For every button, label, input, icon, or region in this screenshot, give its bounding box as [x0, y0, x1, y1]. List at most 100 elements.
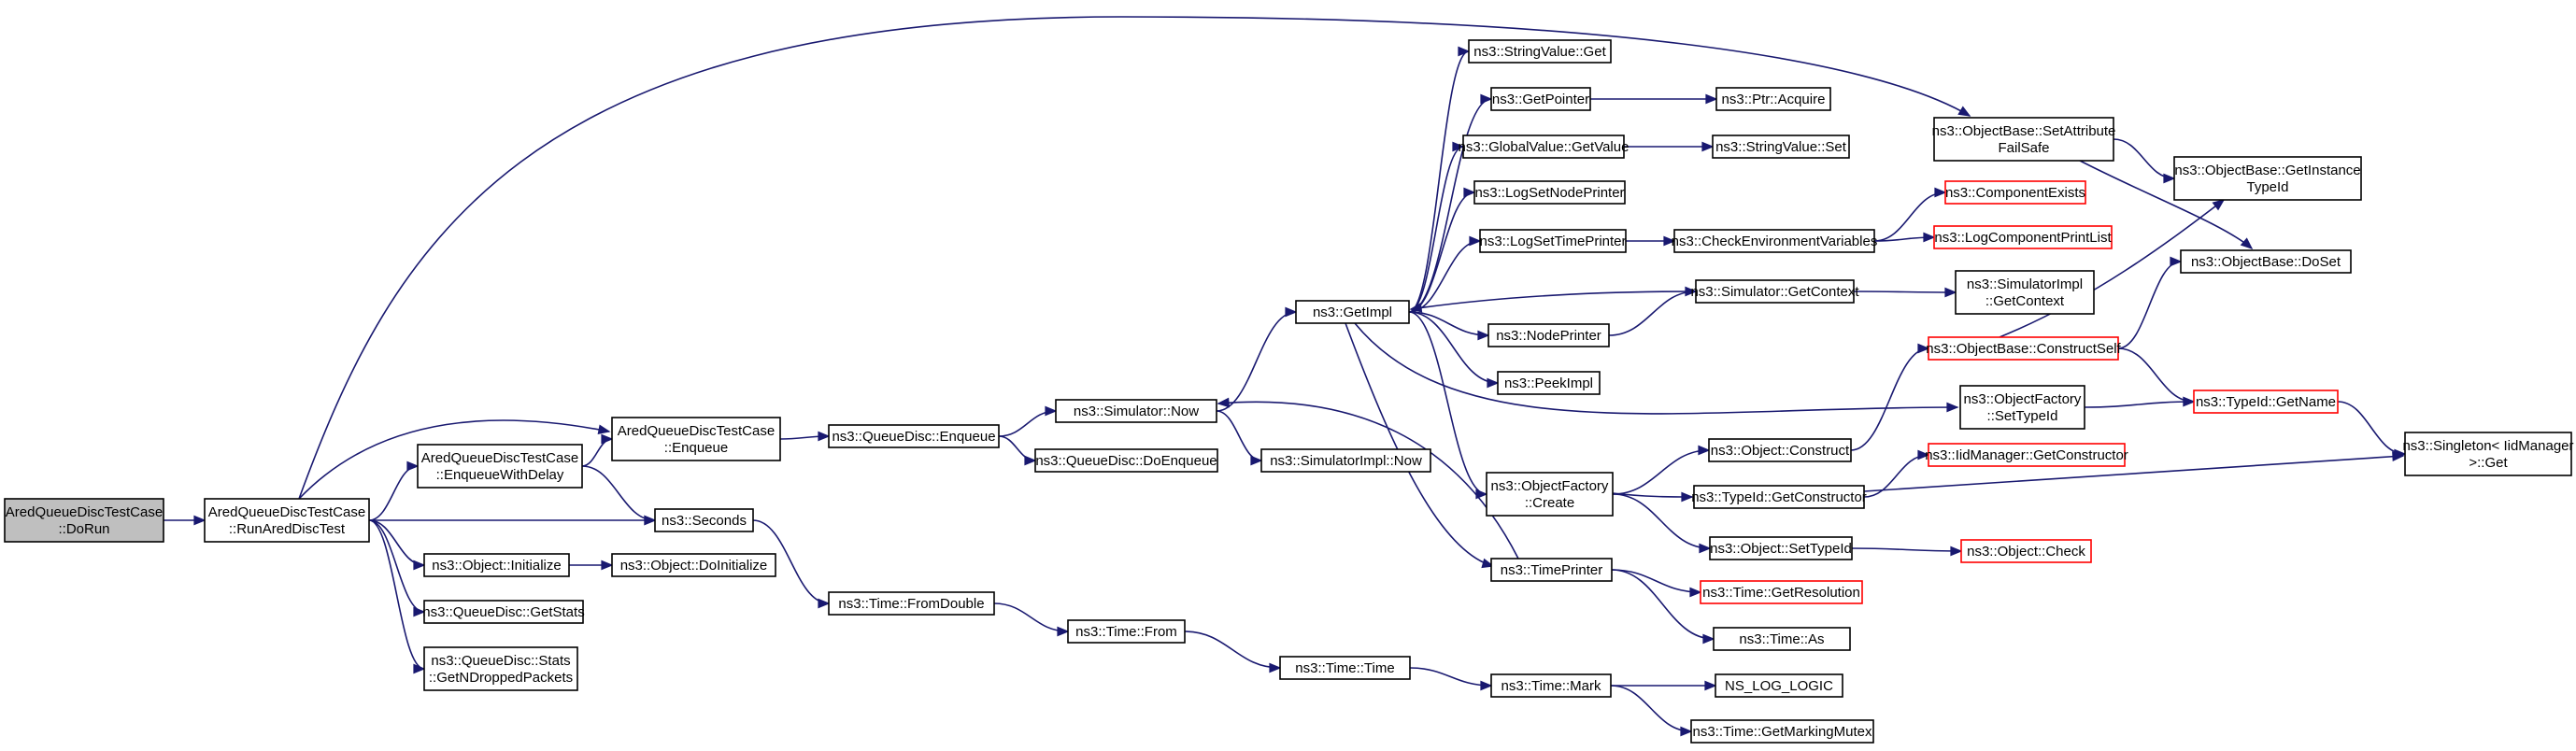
node-timeGetMarkMutex[interactable]: ns3::Time::GetMarkingMutex	[1690, 719, 1874, 744]
node-simImplGetContext[interactable]: ns3::SimulatorImpl::GetContext	[1955, 270, 2095, 315]
node-logSetNode[interactable]: ns3::LogSetNodePrinter	[1473, 180, 1626, 205]
node-timeAs[interactable]: ns3::Time::As	[1713, 627, 1851, 651]
edge-enqWithDelay-to-aredEnqueue	[581, 438, 613, 467]
node-gvGetValue[interactable]: ns3::GlobalValue::GetValue	[1459, 135, 1630, 159]
edge-getImpl-to-ofCreate	[1408, 311, 1487, 495]
node-label-simImplNow-0: ns3::SimulatorImpl::Now	[1270, 453, 1422, 469]
arrowhead-getImpl-to-getPointer	[1480, 93, 1493, 105]
node-constructSelf[interactable]: ns3::ObjectBase::ConstructSelf	[1926, 336, 2122, 361]
edge-timePrinter-to-simNow	[1217, 401, 1519, 560]
node-box-runAred	[204, 498, 370, 543]
node-doRun[interactable]: AredQueueDiscTestCase::DoRun	[4, 498, 164, 543]
node-box-timePrinter	[1490, 558, 1613, 582]
node-nsLogLogic[interactable]: NS_LOG_LOGIC	[1715, 673, 1843, 698]
node-ptrAcquire[interactable]: ns3::Ptr::Acquire	[1715, 87, 1831, 111]
node-nodePrinter[interactable]: ns3::NodePrinter	[1487, 323, 1610, 347]
node-timeMark[interactable]: ns3::Time::Mark	[1490, 673, 1612, 698]
node-box-timeGetRes	[1700, 580, 1863, 604]
node-label-timeGetMarkMutex-0: ns3::Time::GetMarkingMutex	[1692, 724, 1872, 740]
arrowhead-timePrinter-to-simNow	[1217, 397, 1231, 408]
node-label-ptrAcquire-0: ns3::Ptr::Acquire	[1722, 92, 1826, 107]
node-box-strValSet	[1712, 135, 1850, 159]
node-logCompPrintList[interactable]: ns3::LogComponentPrintList	[1933, 225, 2113, 249]
node-componentExists[interactable]: ns3::ComponentExists	[1944, 180, 2086, 205]
node-timeFrom[interactable]: ns3::Time::From	[1067, 619, 1186, 644]
node-aredEnqueue[interactable]: AredQueueDiscTestCase::Enqueue	[611, 417, 781, 461]
node-box-timeMark	[1490, 673, 1612, 698]
node-checkEnv[interactable]: ns3::CheckEnvironmentVariables	[1672, 229, 1878, 253]
node-label-qdEnqueue-0: ns3::QueueDisc::Enqueue	[832, 429, 995, 445]
node-box-objInit	[423, 553, 570, 577]
node-box-ofSetTypeId	[1959, 385, 2085, 430]
node-objSetTypeId[interactable]: ns3::Object::SetTypeId	[1709, 536, 1853, 560]
node-strValGet[interactable]: ns3::StringValue::Get	[1468, 39, 1612, 64]
node-label-aredEnqueue-1: ::Enqueue	[664, 440, 728, 456]
node-label-getPointer-0: ns3::GetPointer	[1492, 92, 1589, 107]
arrowhead-fromDouble-to-timeFrom	[1057, 626, 1070, 637]
node-ofCreate[interactable]: ns3::ObjectFactory::Create	[1486, 472, 1614, 517]
node-label-getInstanceTypeId-1: TypeId	[2246, 179, 2288, 195]
node-box-checkEnv	[1673, 229, 1875, 253]
edge-timeTime-to-timeMark	[1409, 667, 1492, 687]
arrowhead-getImpl-to-ofSetTypeId	[1946, 402, 1959, 413]
node-label-objConstruct-0: ns3::Object::Construct	[1711, 443, 1850, 459]
arrowhead-aredEnqueue-to-qdEnqueue	[818, 431, 831, 442]
node-label-seconds-0: ns3::Seconds	[662, 513, 747, 529]
edge-getImpl-to-getPointer	[1408, 98, 1492, 313]
node-box-typeIdGetCtor	[1693, 485, 1865, 509]
node-getNDropped[interactable]: ns3::QueueDisc::Stats::GetNDroppedPacket…	[423, 646, 578, 691]
node-timeTime[interactable]: ns3::Time::Time	[1279, 656, 1411, 680]
node-box-logSetNode	[1473, 180, 1626, 205]
node-label-timeFrom-0: ns3::Time::From	[1075, 624, 1177, 640]
node-doEnqueue[interactable]: ns3::QueueDisc::DoEnqueue	[1034, 448, 1218, 473]
node-objDoInit[interactable]: ns3::Object::DoInitialize	[611, 553, 776, 577]
node-simNow[interactable]: ns3::Simulator::Now	[1055, 399, 1217, 423]
node-box-objCheck	[1960, 539, 2092, 563]
node-timeGetRes[interactable]: ns3::Time::GetResolution	[1700, 580, 1863, 604]
node-objCheck[interactable]: ns3::Object::Check	[1960, 539, 2092, 563]
node-strValSet[interactable]: ns3::StringValue::Set	[1712, 135, 1850, 159]
arrowhead-runAred-to-setAttrFailSafe	[1957, 106, 1971, 117]
node-enqWithDelay[interactable]: AredQueueDiscTestCase::EnqueueWithDelay	[417, 444, 583, 489]
node-objInit[interactable]: ns3::Object::Initialize	[423, 553, 570, 577]
node-label-runAred-1: ::RunAredDiscTest	[229, 521, 346, 537]
arrowhead-constructSelf-to-getInstanceTypeId	[2212, 199, 2226, 211]
node-getStats[interactable]: ns3::QueueDisc::GetStats	[422, 600, 585, 624]
edge-fromDouble-to-timeFrom	[993, 602, 1069, 632]
arrowhead-getImpl-to-peekImpl	[1487, 377, 1500, 389]
node-iidMgrGetCtor[interactable]: ns3::IidManager::GetConstructor	[1925, 443, 2128, 467]
node-simImplNow[interactable]: ns3::SimulatorImpl::Now	[1260, 448, 1431, 473]
node-timePrinter[interactable]: ns3::TimePrinter	[1490, 558, 1613, 582]
node-logSetTime[interactable]: ns3::LogSetTimePrinter	[1479, 229, 1627, 253]
node-runAred[interactable]: AredQueueDiscTestCase::RunAredDiscTest	[204, 498, 370, 543]
arrowhead-runAred-to-getNDropped	[413, 663, 426, 674]
node-qdEnqueue[interactable]: ns3::QueueDisc::Enqueue	[828, 424, 1000, 448]
node-objConstruct[interactable]: ns3::Object::Construct	[1708, 438, 1852, 462]
node-typeIdGetName[interactable]: ns3::TypeId::GetName	[2193, 390, 2339, 414]
node-label-logSetNode-0: ns3::LogSetNodePrinter	[1474, 185, 1624, 201]
node-seconds[interactable]: ns3::Seconds	[654, 508, 754, 532]
node-peekImpl[interactable]: ns3::PeekImpl	[1497, 371, 1601, 395]
node-getImpl[interactable]: ns3::GetImpl	[1295, 300, 1410, 324]
edge-simGetContext-to-simImplGetContext	[1853, 290, 1957, 293]
edge-runAred-to-aredEnqueue	[298, 419, 610, 500]
edge-constructSelf-to-getInstanceTypeId	[1999, 199, 2225, 338]
node-label-objBaseDoSet-0: ns3::ObjectBase::DoSet	[2191, 254, 2341, 270]
node-ofSetTypeId[interactable]: ns3::ObjectFactory::SetTypeId	[1959, 385, 2085, 430]
node-objBaseDoSet[interactable]: ns3::ObjectBase::DoSet	[2180, 249, 2352, 274]
node-label-objSetTypeId-0: ns3::Object::SetTypeId	[1710, 541, 1852, 557]
node-typeIdGetCtor[interactable]: ns3::TypeId::GetConstructor	[1691, 485, 1867, 509]
node-label-simNow-0: ns3::Simulator::Now	[1074, 404, 1199, 419]
node-simGetContext[interactable]: ns3::Simulator::GetContext	[1690, 279, 1859, 304]
node-singletonGet[interactable]: ns3::Singleton< IidManager >::Get	[2402, 432, 2574, 476]
edges-layer	[163, 16, 2407, 737]
node-getPointer[interactable]: ns3::GetPointer	[1490, 87, 1591, 111]
node-label-singletonGet-0: ns3::Singleton< IidManager	[2402, 438, 2573, 454]
arrowhead-getImpl-to-gvGetValue	[1452, 141, 1465, 152]
edge-getImpl-to-gvGetValue	[1408, 146, 1464, 313]
node-fromDouble[interactable]: ns3::Time::FromDouble	[828, 591, 995, 616]
edge-ofCreate-to-objConstruct	[1612, 449, 1710, 495]
